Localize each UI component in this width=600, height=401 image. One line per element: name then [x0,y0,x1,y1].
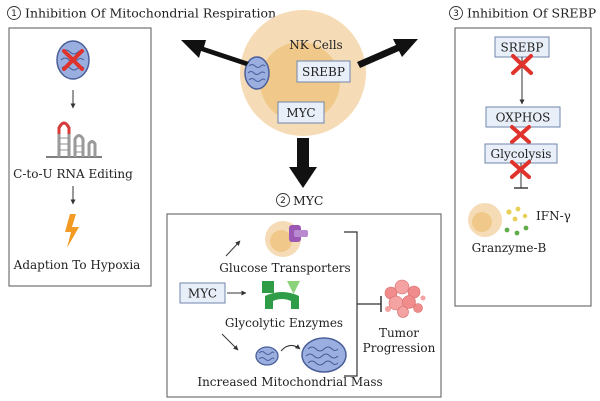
tumor-label-line2: Progression [363,341,436,355]
tumor-label-line1: Tumor [379,326,419,340]
arrow-to-bottom-panel [289,138,317,188]
oxphos-label: OXPHOS [496,111,551,125]
myc-box [179,282,226,304]
arrow-to-left-panel [181,40,249,66]
nk-cells-label: NK Cells [289,38,342,52]
cross-icon [510,125,531,144]
mitochondrion-crossed-icon [56,40,90,80]
nk-cell: NK Cells SREBP MYC [240,10,366,136]
rna-editing-label: C-to-U RNA Editing [13,167,133,181]
myc-box-label: MYC [188,287,217,301]
glucose-transporter-icon [265,221,308,257]
glucose-transporters-label: Glucose Transporters [219,261,350,275]
cross-icon [510,160,531,179]
tumor-icon [384,279,426,318]
bottom-panel-heading: 2 MYC [276,193,323,208]
right-panel-heading: 3 Inhibition Of SREBP [449,6,596,21]
arrow [280,344,301,352]
oxphos-box [485,106,561,128]
step-number: 3 [453,9,459,19]
left-panel-heading: 1 Inhibition Of Mitochondrial Respiratio… [7,6,276,21]
glycolytic-enzyme-icon [262,281,300,309]
myc-box [277,101,325,124]
mitochondrial-mass-label: Increased Mitochondrial Mass [197,375,382,389]
cross-icon [511,54,533,75]
lightning-icon [65,214,79,248]
ifn-gamma-label: IFN-γ [536,209,571,223]
step-number-circle [276,193,290,207]
srebp-box-label: SREBP [501,41,544,55]
left-panel-title: Inhibition Of Mitochondrial Respiration [25,6,276,21]
step-number: 2 [280,196,286,206]
mitochondrion-icon [244,56,270,90]
glycolysis-label: Glycolysis [491,147,552,161]
large-mitochondrion-icon [301,337,347,373]
step-number-circle [7,6,21,20]
myc-label: MYC [286,106,315,120]
rna-editing-icon [46,121,102,158]
arrow [225,240,241,257]
srebp-box [296,60,351,83]
arrow [221,333,239,351]
granzyme-b-label: Granzyme-B [472,241,547,255]
arrow-to-right-panel [357,39,418,68]
hypoxia-label: Adaption To Hypoxia [13,258,141,272]
nk-cell-granzyme-icon [468,203,529,237]
small-mitochondrion-icon [255,346,279,366]
step-number-circle [449,6,463,20]
srebp-label: SREBP [302,65,345,79]
bottom-panel-title: MYC [293,193,323,208]
glycolytic-enzymes-label: Glycolytic Enzymes [225,316,343,330]
right-panel-title: Inhibition Of SREBP [467,6,596,21]
step-number: 1 [11,9,17,19]
